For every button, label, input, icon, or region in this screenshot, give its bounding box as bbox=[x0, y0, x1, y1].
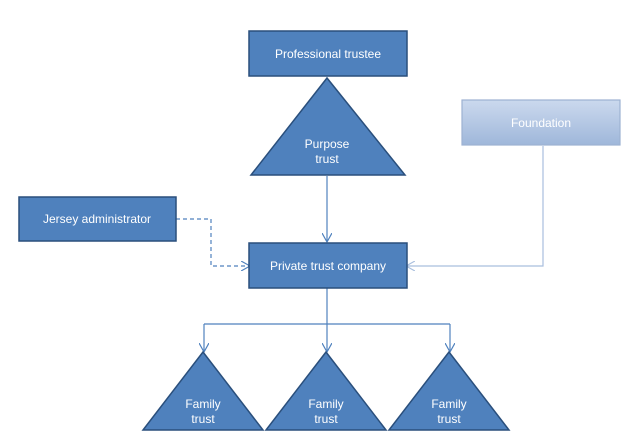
private-trust-company-label: Private trust company bbox=[270, 259, 386, 273]
connector-jersey-admin-to-ptc bbox=[176, 218, 249, 266]
connectors bbox=[176, 146, 544, 351]
family-trust-node-3: Family trust bbox=[387, 350, 511, 431]
family-trust-3-label-line1: Family bbox=[431, 397, 466, 411]
foundation-label: Foundation bbox=[511, 116, 571, 130]
purpose-trust-node: Purpose trust bbox=[249, 76, 407, 176]
professional-trustee-label: Professional trustee bbox=[275, 47, 381, 61]
family-trust-2-label-line1: Family bbox=[308, 397, 343, 411]
family-trust-3-label-line2: trust bbox=[437, 412, 461, 426]
family-trust-1-label-line1: Family bbox=[185, 397, 220, 411]
professional-trustee-node: Professional trustee bbox=[248, 30, 408, 77]
purpose-trust-label-line2: trust bbox=[315, 152, 339, 166]
family-trust-node-1: Family trust bbox=[141, 350, 265, 431]
family-trust-2-label-line2: trust bbox=[314, 412, 338, 426]
jersey-administrator-label: Jersey administrator bbox=[43, 212, 151, 226]
purpose-trust-label-line1: Purpose bbox=[305, 137, 350, 151]
foundation-node: Foundation bbox=[461, 99, 621, 146]
family-trust-1-label-line2: trust bbox=[191, 412, 215, 426]
family-trust-node-2: Family trust bbox=[264, 350, 388, 431]
connector-foundation-to-ptc bbox=[407, 146, 544, 266]
private-trust-company-node: Private trust company bbox=[248, 242, 408, 289]
jersey-administrator-node: Jersey administrator bbox=[18, 196, 177, 242]
